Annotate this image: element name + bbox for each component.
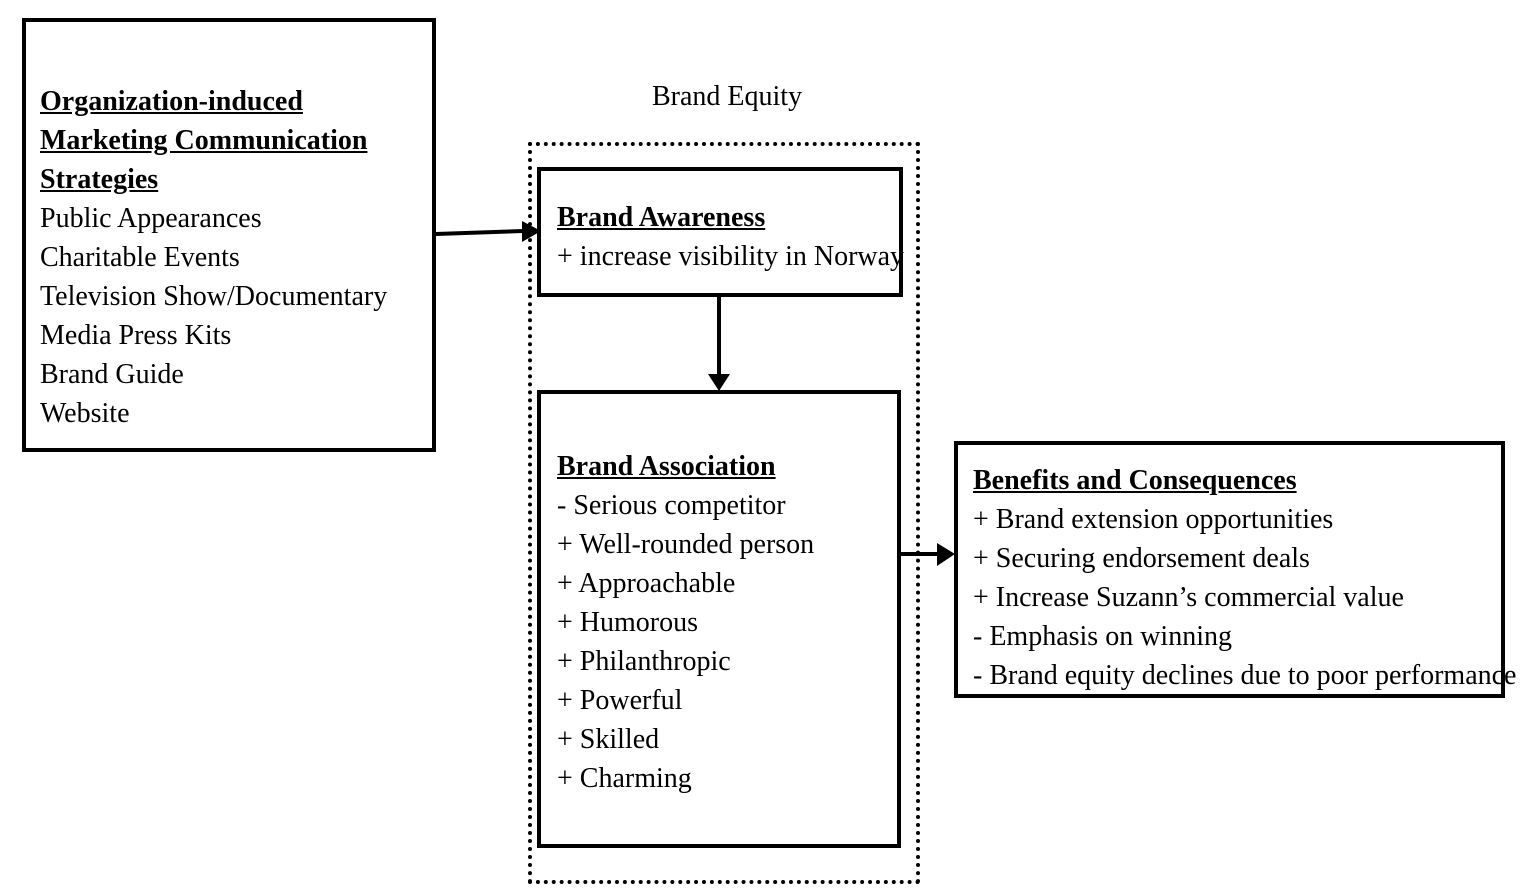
association-heading: Brand Association bbox=[557, 451, 776, 482]
benefit-item: - Emphasis on winning bbox=[973, 621, 1232, 652]
association-item: + Well-rounded person bbox=[557, 529, 815, 560]
awareness-box: Brand Awareness + increase visibility in… bbox=[537, 167, 905, 297]
strategies-box: Organization-induced Marketing Communica… bbox=[22, 18, 436, 452]
strategy-item: Brand Guide bbox=[40, 359, 184, 390]
association-item: + Humorous bbox=[557, 607, 699, 638]
association-item: - Serious competitor bbox=[557, 490, 786, 521]
association-item: + Charming bbox=[557, 763, 692, 794]
association-box: Brand Association - Serious competitor +… bbox=[537, 390, 901, 848]
strategy-item: Media Press Kits bbox=[40, 320, 232, 351]
strategy-item: Television Show/Documentary bbox=[40, 281, 388, 312]
benefit-item: + Brand extension opportunities bbox=[973, 504, 1334, 535]
awareness-item: + increase visibility in Norway bbox=[557, 241, 905, 272]
arrowhead-association-to-benefits bbox=[937, 543, 955, 566]
awareness-heading: Brand Awareness bbox=[557, 202, 766, 233]
brand-equity-boundary bbox=[528, 142, 920, 884]
association-item: + Skilled bbox=[557, 724, 660, 755]
arrowhead-strategies-to-awareness bbox=[522, 221, 541, 242]
strategy-item: Charitable Events bbox=[40, 242, 240, 273]
association-item: + Powerful bbox=[557, 685, 683, 716]
benefit-item: + Increase Suzann’s commercial value bbox=[973, 582, 1404, 613]
benefit-item: - Brand equity declines due to poor perf… bbox=[973, 660, 1517, 691]
benefits-heading: Benefits and Consequences bbox=[973, 465, 1297, 496]
arrowhead-awareness-to-association bbox=[708, 374, 730, 391]
strategy-item: Public Appearances bbox=[40, 203, 262, 234]
brand-equity-label: Brand Equity bbox=[652, 81, 803, 112]
benefits-box: Benefits and Consequences + Brand extens… bbox=[954, 441, 1516, 698]
strategies-heading: Organization-induced Marketing Communica… bbox=[40, 86, 368, 195]
arrow-strategies-to-awareness bbox=[435, 229, 524, 236]
strategy-item: Website bbox=[40, 398, 130, 429]
association-item: + Philanthropic bbox=[557, 646, 731, 677]
association-item: + Approachable bbox=[557, 568, 736, 599]
benefit-item: + Securing endorsement deals bbox=[973, 543, 1310, 574]
